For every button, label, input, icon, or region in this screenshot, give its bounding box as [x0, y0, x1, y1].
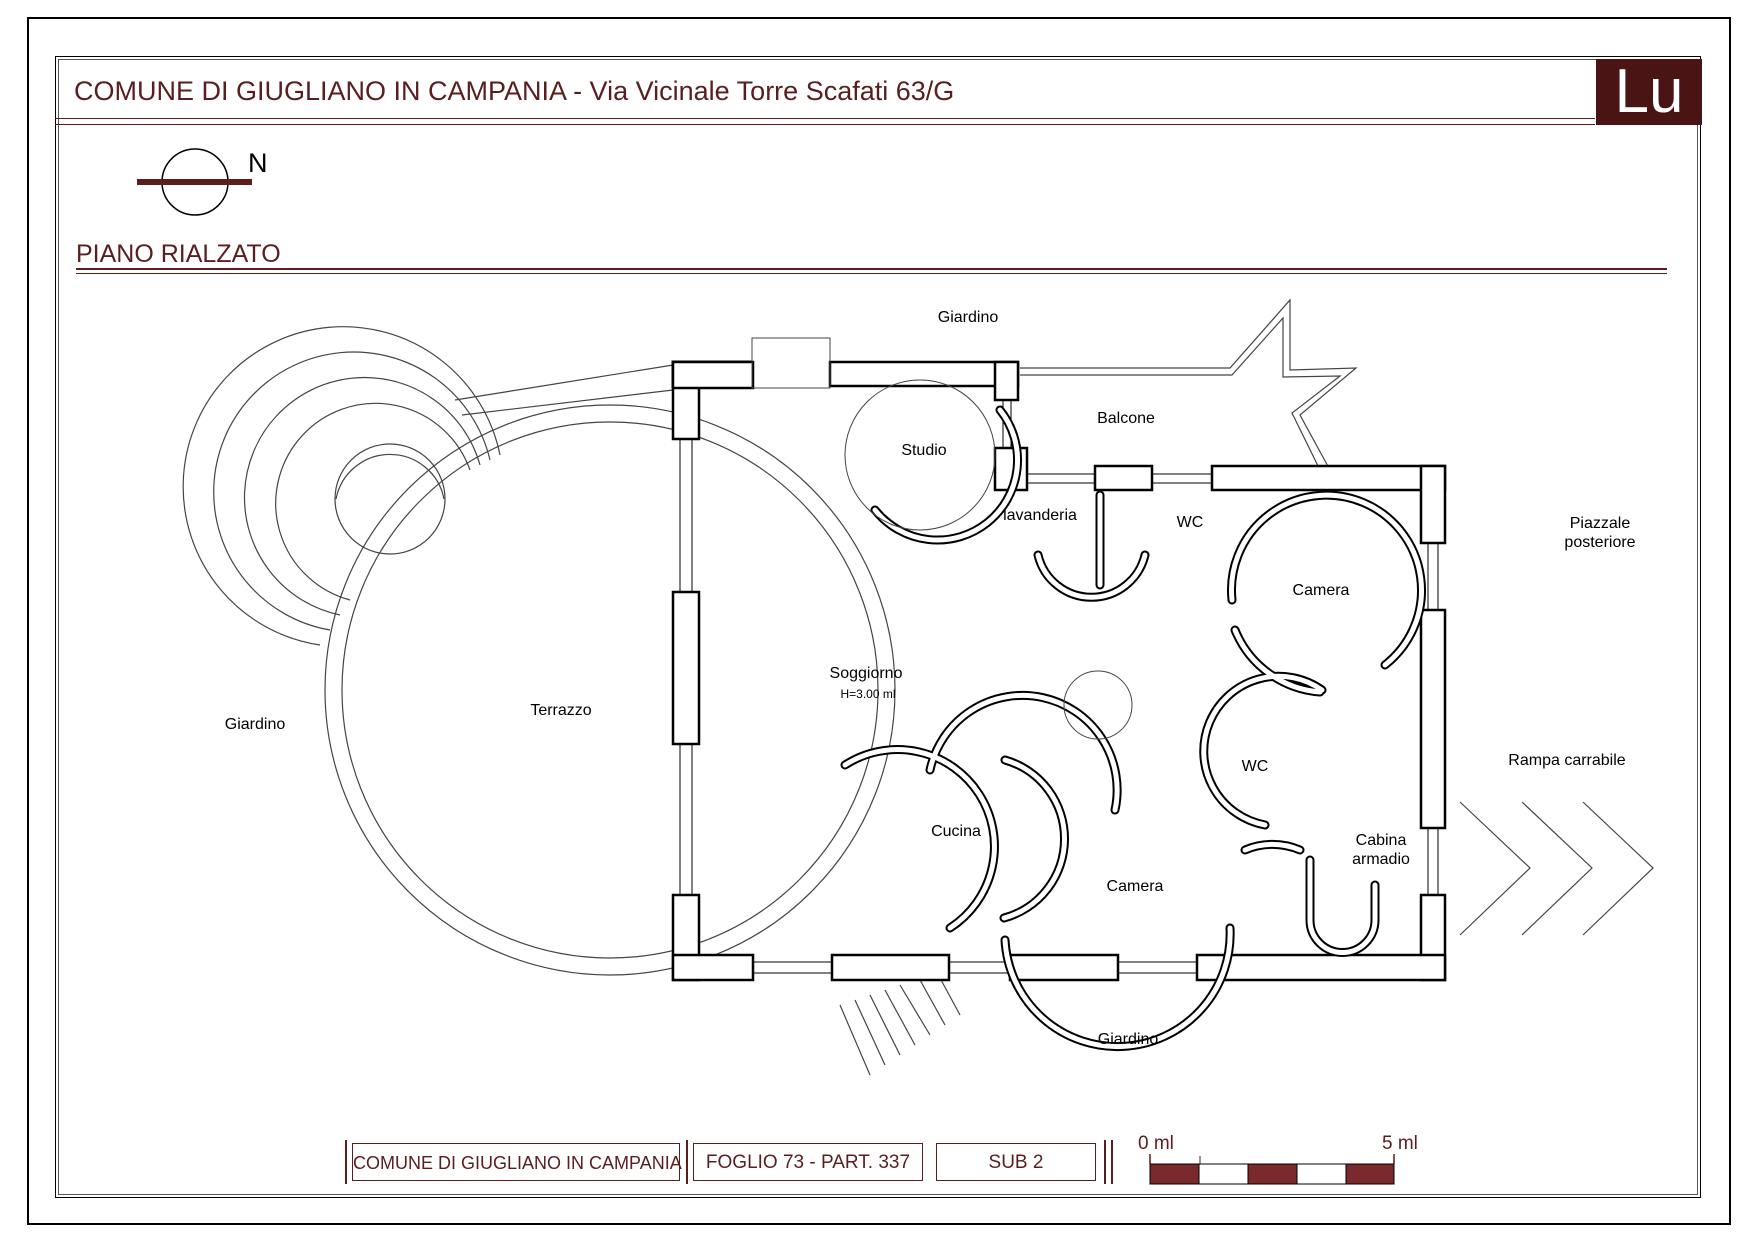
room-label-giardino-top: Giardino	[937, 309, 999, 326]
room-label-wc-mid: WC	[1241, 758, 1269, 775]
section-divider-2	[76, 273, 1667, 274]
inner-frame	[55, 56, 1701, 1198]
footer-tick	[686, 1140, 688, 1184]
footer-tick	[345, 1140, 347, 1184]
room-label-piazzale: Piazzale posteriore	[1564, 515, 1636, 551]
room-label-cucina: Cucina	[931, 823, 981, 840]
room-label-camera-top: Camera	[1292, 582, 1350, 599]
room-label-soggiorno: Soggiorno	[829, 665, 903, 682]
room-label-camera-bottom: Camera	[1106, 878, 1164, 895]
rampa-chevron-icon	[1459, 801, 1654, 936]
room-label-studio: Studio	[901, 442, 947, 459]
room-label-giardino-left: Giardino	[224, 716, 286, 733]
section-divider	[76, 268, 1667, 270]
room-label-cabina: Cabina armadio	[1352, 832, 1410, 868]
footer-tick	[1104, 1140, 1106, 1184]
room-label-balcone: Balcone	[1097, 410, 1155, 427]
room-label-terrazzo: Terrazzo	[530, 702, 592, 719]
room-label-rampa: Rampa carrabile	[1508, 752, 1626, 769]
header-divider	[55, 118, 1595, 119]
footer-comune: COMUNE DI GIUGLIANO IN CAMPANIA	[352, 1143, 682, 1181]
north-arrow-icon	[137, 148, 252, 216]
outer-frame	[27, 17, 1731, 1225]
scale-end-label: 5 ml	[1382, 1133, 1418, 1154]
room-label-giardino-bottom: Giardino	[1097, 1031, 1159, 1048]
building-walls	[671, 337, 1447, 982]
north-label: N	[248, 148, 268, 178]
inner-frame-2	[58, 59, 1698, 1195]
scale-bar	[1149, 1154, 1395, 1185]
room-circles	[844, 379, 1133, 740]
page-title: COMUNE DI GIUGLIANO IN CAMPANIA - Via Vi…	[74, 76, 955, 106]
footer-sub: SUB 2	[936, 1143, 1096, 1181]
terrazzo-outline	[182, 326, 961, 1076]
scale-start-label: 0 ml	[1138, 1133, 1174, 1154]
interior-walls-fill	[842, 407, 1424, 1050]
window-lines	[679, 400, 1439, 974]
soggiorno-height-label: H=3.00 ml	[840, 687, 896, 701]
logo: Lu	[1596, 59, 1702, 125]
header-divider-2	[55, 124, 1595, 125]
room-label-lavanderia: lavanderia	[1003, 507, 1077, 524]
balcone-outline	[1020, 298, 1358, 471]
section-title: PIANO RIALZATO	[76, 240, 281, 268]
footer-tick	[1111, 1140, 1113, 1184]
room-label-wc-top: WC	[1176, 514, 1204, 531]
footer-foglio: FOGLIO 73 - PART. 337	[693, 1143, 923, 1181]
